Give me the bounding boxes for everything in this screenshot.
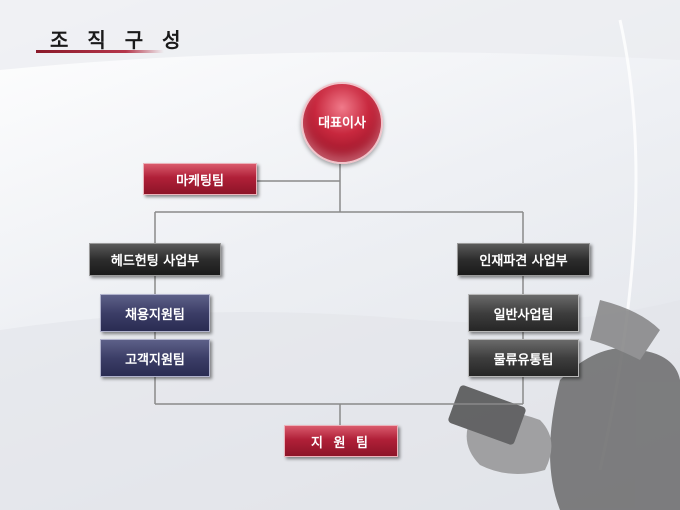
- recruit-support-team-box: 채용지원팀: [100, 294, 210, 332]
- hands-phone-image: [448, 300, 680, 510]
- support-team-box: 지 원 팀: [284, 425, 398, 457]
- general-business-team-box: 일반사업팀: [468, 294, 579, 332]
- dispatch-division-box: 인재파견 사업부: [457, 243, 590, 276]
- ceo-label: 대표이사: [318, 116, 366, 131]
- customer-support-team-box: 고객지원팀: [100, 339, 210, 377]
- logistics-team-box: 물류유통팀: [468, 339, 579, 377]
- page-title: 조 직 구 성: [50, 28, 187, 52]
- title-underline: [36, 50, 164, 53]
- ceo-node: 대표이사: [301, 82, 383, 164]
- headhunting-division-box: 헤드헌팅 사업부: [89, 243, 221, 276]
- marketing-team-box: 마케팅팀: [143, 163, 257, 195]
